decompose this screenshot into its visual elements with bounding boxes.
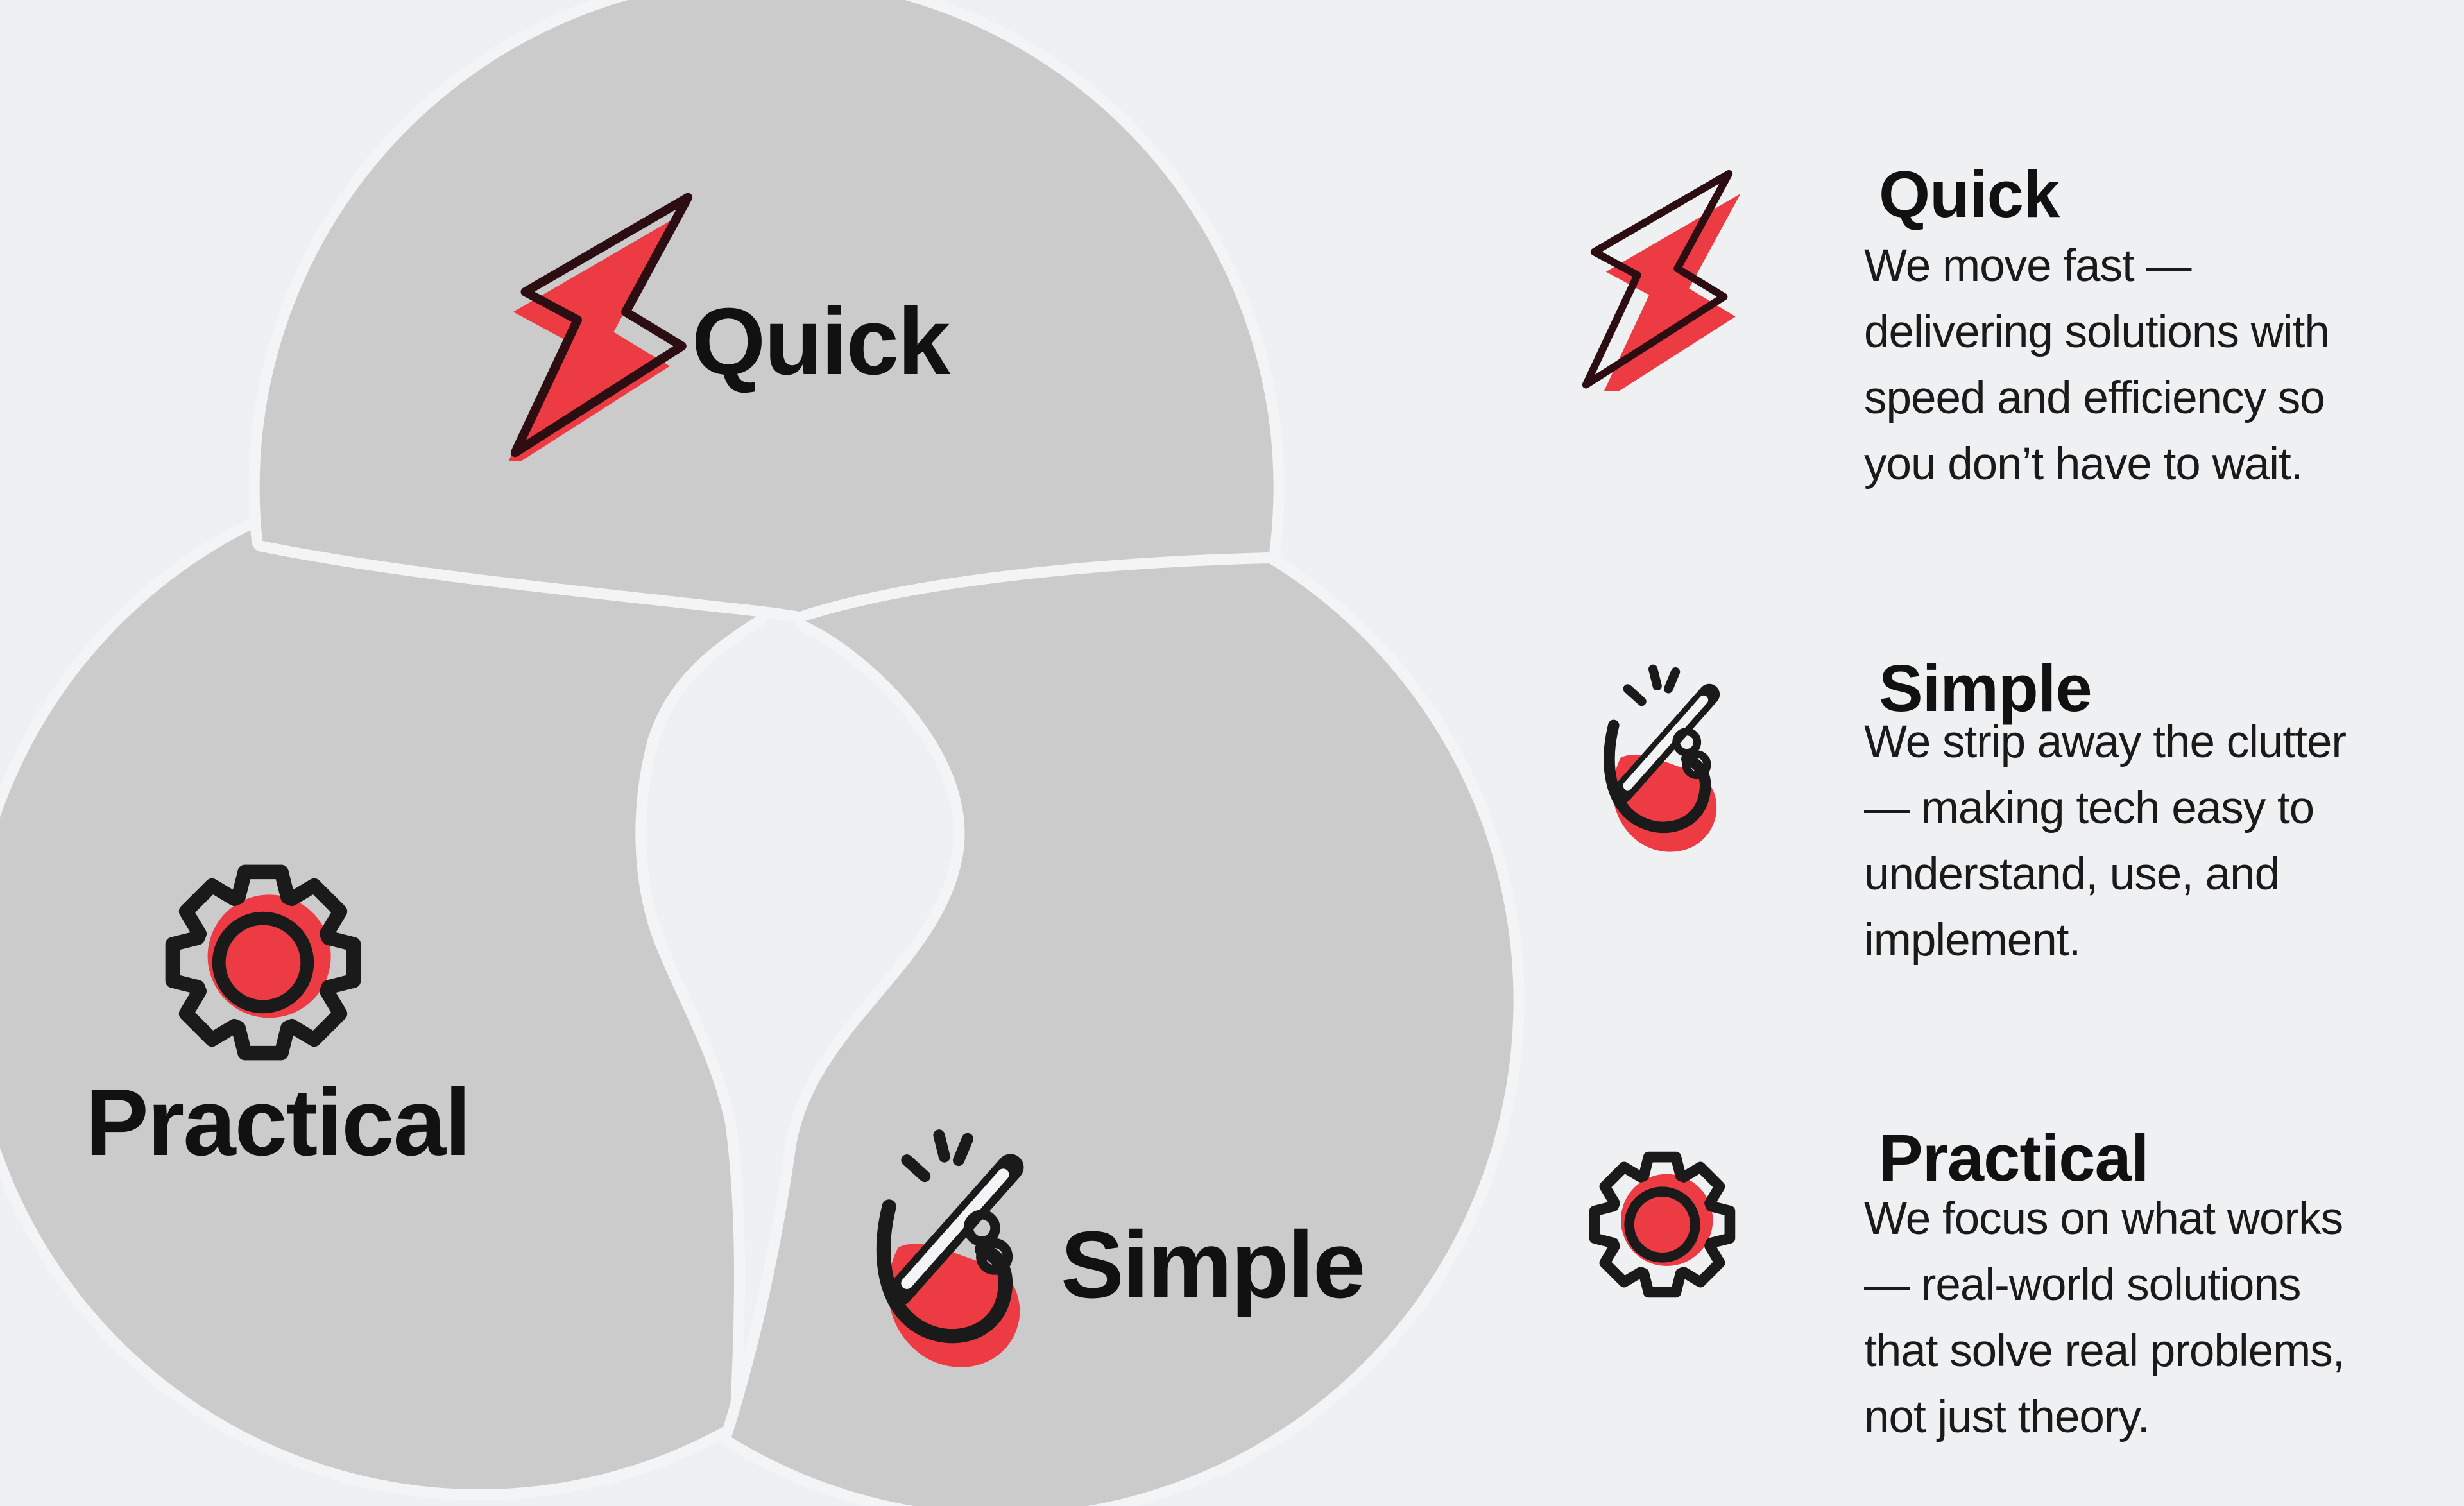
detail-body-quick: We move fast — delivering solutions with… bbox=[1864, 241, 2330, 490]
finger-snap-icon bbox=[876, 1129, 1024, 1367]
detail-body-practical: We focus on what works — real-world solu… bbox=[1864, 1194, 2345, 1442]
circle-quick bbox=[248, 0, 1285, 708]
detail-title-simple: Simple bbox=[1879, 651, 2092, 725]
circle-label-quick: Quick bbox=[692, 289, 950, 395]
gear-icon bbox=[165, 864, 361, 1061]
circle-label-simple: Simple bbox=[1061, 1212, 1365, 1318]
detail-body-simple: We strip away the clutter — making tech … bbox=[1864, 717, 2347, 966]
detail-title-practical: Practical bbox=[1879, 1121, 2149, 1195]
gear-icon bbox=[1589, 1151, 1736, 1298]
circle-practical bbox=[0, 481, 768, 1500]
detail-title-quick: Quick bbox=[1879, 157, 2060, 231]
lightning-bolt-icon bbox=[1582, 169, 1741, 391]
circle-simple bbox=[721, 552, 1525, 1506]
lightning-bolt-icon bbox=[508, 193, 693, 461]
finger-snap-icon bbox=[1604, 664, 1720, 852]
circle-label-practical: Practical bbox=[85, 1070, 471, 1176]
